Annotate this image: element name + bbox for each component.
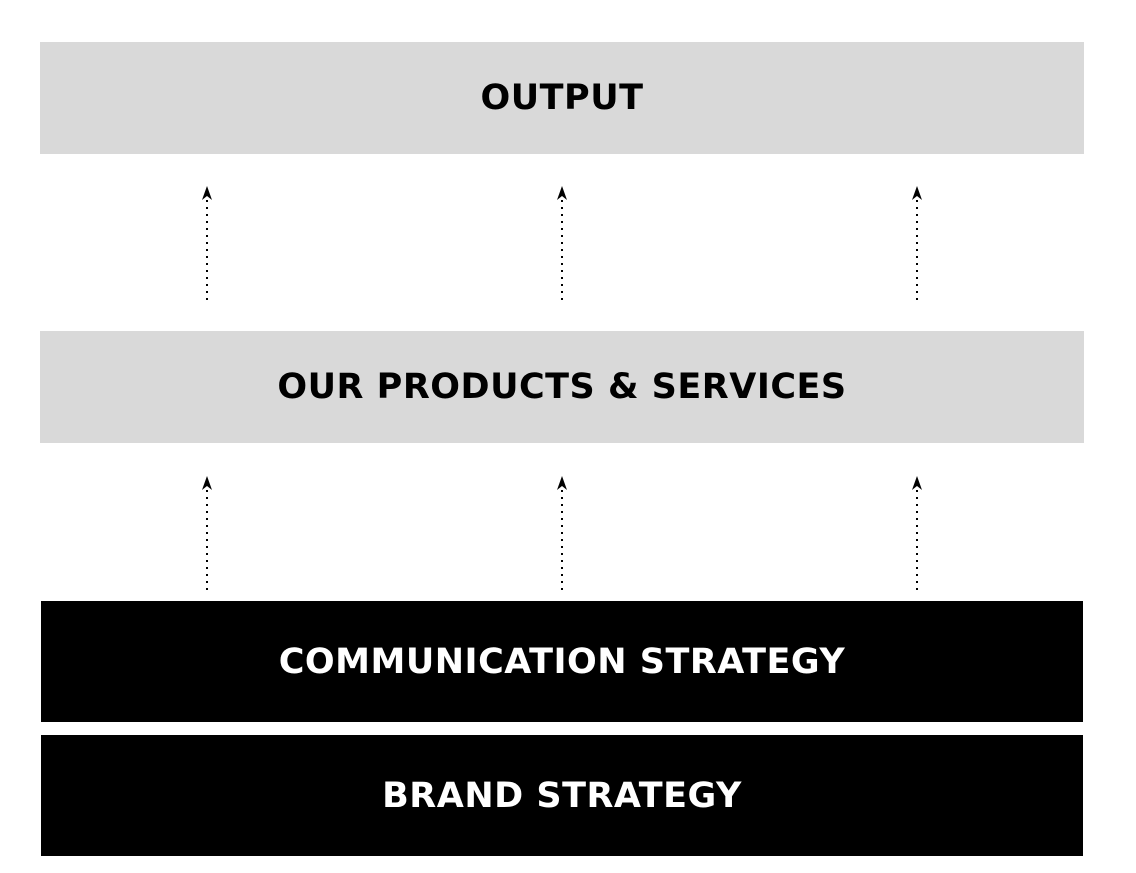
arrow-head-products-to-output-3 bbox=[912, 186, 922, 200]
layer-output: OUTPUT bbox=[40, 42, 1084, 154]
arrow-head-communication-to-products-1 bbox=[202, 476, 212, 490]
layer-products-services-label: OUR PRODUCTS & SERVICES bbox=[277, 367, 847, 407]
layer-brand-strategy: BRAND STRATEGY bbox=[41, 735, 1083, 856]
arrow-head-products-to-output-2 bbox=[557, 186, 567, 200]
arrow-head-communication-to-products-2 bbox=[557, 476, 567, 490]
layer-brand-strategy-label: BRAND STRATEGY bbox=[382, 775, 742, 816]
layer-products-services: OUR PRODUCTS & SERVICES bbox=[40, 331, 1084, 443]
layer-communication-strategy-label: COMMUNICATION STRATEGY bbox=[278, 641, 846, 682]
arrow-head-communication-to-products-3 bbox=[912, 476, 922, 490]
layer-output-label: OUTPUT bbox=[480, 78, 644, 118]
layer-communication-strategy: COMMUNICATION STRATEGY bbox=[41, 601, 1083, 722]
arrow-head-products-to-output-1 bbox=[202, 186, 212, 200]
